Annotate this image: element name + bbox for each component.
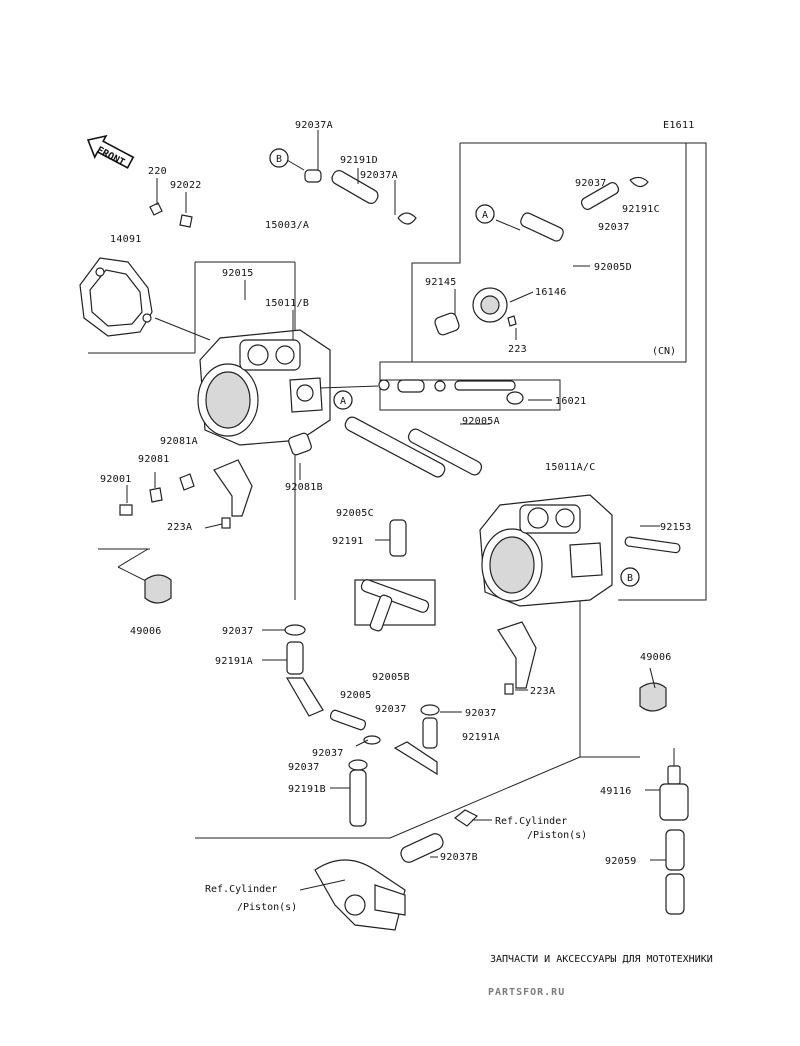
callout-circle [269,148,289,168]
diagram-id: E1611 [663,120,695,131]
part-label: 15003/A [265,220,309,231]
part-label: 92081 [138,454,170,465]
part-label: 92191D [340,155,378,166]
frame-lines [88,142,707,839]
variant-label: (CN) [652,346,676,357]
callout-circle [475,204,495,224]
hoses-bottom [284,624,479,863]
reference-labels: Ref.Cylinder /Piston(s) Ref.Cylinder /Pi… [205,816,587,913]
part-label: 92005C [336,508,374,519]
part-label: 92191 [332,536,364,547]
part-label: 49006 [640,652,672,663]
callout-a-cn: A [475,204,495,224]
part-label: 15011/B [265,298,309,309]
part-label: 92037 [222,626,254,637]
cylinder-reference-drawing [314,859,406,931]
fuel-pipes [344,416,483,632]
part-label: 14091 [110,234,142,245]
part-label: 92191C [622,204,660,215]
part-label: 92037 [312,748,344,759]
part-label: 92191B [288,784,326,795]
part-label: 92001 [100,474,132,485]
part-label: 92015 [222,268,254,279]
small-parts-left [119,432,312,529]
part-label: 92022 [170,180,202,191]
insulator-left [144,574,172,604]
part-label: 92037A [360,170,398,181]
part-label: 92037 [375,704,407,715]
svg-text:A: A [482,210,488,221]
watermark-brand: PARTSFOR.RU [488,987,565,998]
part-label: 220 [148,166,167,177]
callout-circle [333,390,353,410]
part-labels: 92037A 92191D 92037A 220 92022 14091 150… [100,120,692,867]
part-label: 92037 [288,762,320,773]
part-label: 223A [530,686,555,697]
part-label: 92037 [465,708,497,719]
insulator-right [639,682,667,712]
part-label: 223 [508,344,527,355]
svg-text:B: B [627,573,633,584]
bracket-right [497,536,681,695]
carburetor-cover [79,257,153,337]
part-label: 92005D [594,262,632,273]
svg-text:B: B [276,154,282,165]
leader-lines [126,130,666,891]
callout-b-right: B [620,567,640,587]
part-label: 92191A [462,732,500,743]
part-label: 16021 [555,396,587,407]
drain-parts-right [659,765,689,915]
part-label: 92005A [462,416,500,427]
svg-text:Ref.Cylinder: Ref.Cylinder [495,816,567,827]
part-label: 92145 [425,277,457,288]
part-label: 16146 [535,287,567,298]
part-label: 92059 [605,856,637,867]
svg-text:/Piston(s): /Piston(s) [237,902,297,913]
front-arrow-icon [86,134,135,169]
throttle-shaft-parts [378,379,524,405]
part-label: 92005 [340,690,372,701]
callout-b-top: B [269,148,289,168]
part-label: 49116 [600,786,632,797]
cn-variant-parts [434,176,649,336]
part-label: 92005B [372,672,410,683]
carburetor-body-right [479,494,613,607]
part-label: 15011A/C [545,462,596,473]
part-label: 92037 [598,222,630,233]
svg-text:A: A [340,396,346,407]
carburetor-body-left [197,329,331,446]
part-label: 49006 [130,626,162,637]
part-label: 92037B [440,852,478,863]
svg-text:Ref.Cylinder: Ref.Cylinder [205,884,277,895]
part-label: 92037A [295,120,333,131]
watermark: ЗАПЧАСТИ И АКСЕССУАРЫ ДЛЯ МОТОТЕХНИКИ PA… [488,954,713,998]
part-label: 92153 [660,522,692,533]
part-label: 92191A [215,656,253,667]
watermark-subtitle: ЗАПЧАСТИ И АКСЕССУАРЫ ДЛЯ МОТОТЕХНИКИ [490,954,713,965]
part-label: 92037 [575,178,607,189]
callout-circle [620,567,640,587]
svg-text:/Piston(s): /Piston(s) [527,830,587,841]
part-label: 223A [167,522,192,533]
callout-a-mid: A [333,390,353,410]
part-label: 92081A [160,436,198,447]
part-label: 92081B [285,482,323,493]
